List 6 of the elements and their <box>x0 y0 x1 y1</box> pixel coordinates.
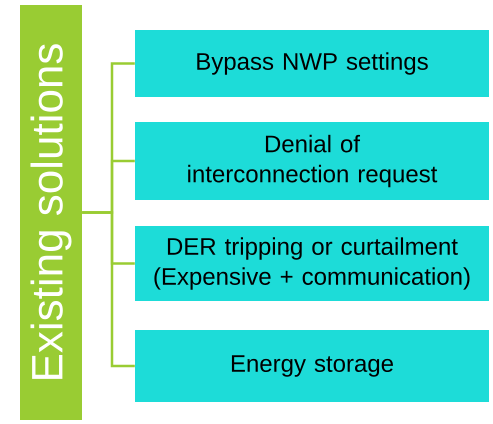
side-bar: Existing solutions <box>20 5 82 420</box>
solution-box: Bypass NWP settings <box>135 30 489 97</box>
solution-box: DER tripping or curtailment (Expensive + communication) <box>135 226 489 301</box>
solution-box: Denial of interconnection request <box>135 122 489 200</box>
bracket-line <box>82 211 135 368</box>
solution-box: Energy storage <box>135 330 489 402</box>
